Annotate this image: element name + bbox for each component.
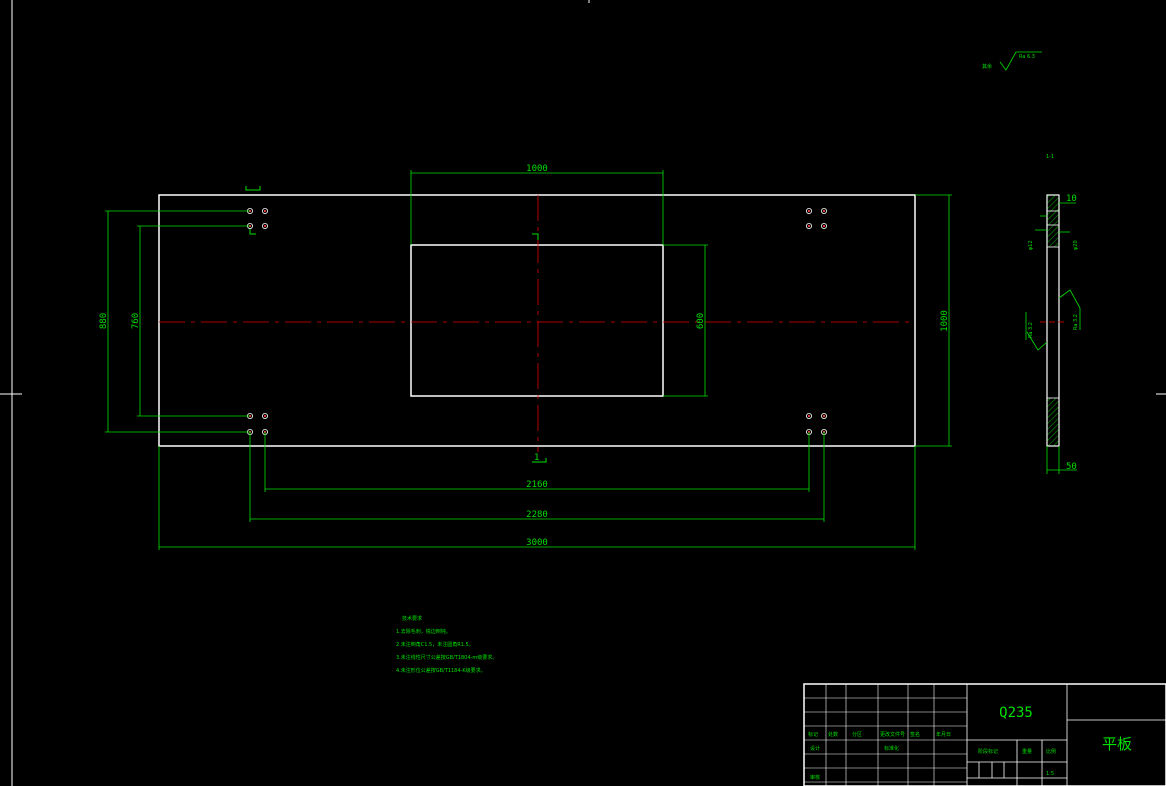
mounting-hole-center	[263, 224, 267, 228]
note-line-2: 2.未注倒角C1.5，未注圆角R1.5。	[396, 641, 474, 648]
mounting-hole-center	[807, 224, 811, 228]
mounting-hole	[821, 207, 828, 214]
title-block: Q235 平板 1:5 标记 处数 分区 更改文件号 签名 年月日 设计 标准化…	[803, 683, 1166, 786]
technical-notes: 技术要求 1.去除毛刺，锐边倒钝。 2.未注倒角C1.5，未注圆角R1.5。 3…	[396, 615, 497, 674]
section-hatch-top	[1046, 194, 1060, 248]
tb-label-review: 审核	[810, 774, 820, 781]
roughness-symbol	[999, 51, 1042, 71]
section-dia-right: φ20	[1073, 240, 1079, 250]
mounting-holes	[246, 207, 828, 435]
dim-overall-length: 3000	[526, 538, 548, 548]
tb-label-count: 处数	[828, 731, 838, 738]
section-label: 1-1	[1046, 154, 1054, 160]
dim-inner-height: 600	[696, 313, 706, 329]
roughness-prefix: 其余	[982, 63, 992, 70]
corner-roughness: 其余 Ra 6.3	[982, 51, 1042, 71]
mounting-hole-center	[822, 414, 826, 418]
roughness-value: Ra 6.3	[1019, 54, 1035, 60]
part-name: 平板	[1102, 735, 1132, 753]
cut-mark-center-top	[532, 233, 539, 240]
section-view: 1-1 10 50 φ12 φ20 Ra 3.2 Ra 3.2	[1025, 154, 1081, 474]
mounting-hole	[821, 222, 828, 229]
dim-top-width: 1000	[526, 164, 548, 174]
section-top-thickness: 10	[1066, 194, 1077, 204]
tb-label-change: 更改文件号	[880, 731, 905, 738]
note-line-3: 3.未注线性尺寸公差按GB/T1804-m级要求。	[396, 654, 497, 661]
material-label: Q235	[999, 705, 1033, 721]
scale-value: 1:5	[1046, 771, 1054, 777]
dimensions	[105, 170, 952, 550]
dim-hole-x-inner: 2160	[526, 480, 548, 490]
section-hatch-bottom	[1046, 397, 1060, 447]
note-line-4: 4.未注形位公差按GB/T1184-K级要求。	[396, 667, 486, 674]
mounting-hole-center	[807, 414, 811, 418]
section-rough-left: Ra 3.2	[1028, 322, 1034, 338]
tb-label-stage: 阶段标记	[978, 748, 998, 755]
mounting-hole	[261, 222, 268, 229]
dimension-labels: 1000 600 1000 880 760 2160 2280 3000	[99, 164, 950, 548]
mounting-hole	[806, 222, 813, 229]
mounting-hole-center	[263, 414, 267, 418]
mounting-hole	[806, 207, 813, 214]
mounting-hole	[261, 412, 268, 419]
inner-cutout	[410, 244, 664, 397]
mounting-hole	[806, 412, 813, 419]
cut-label-bottom: 1	[534, 453, 539, 463]
tb-label-design: 设计	[810, 745, 820, 752]
mounting-hole	[821, 412, 828, 419]
section-dia-left: φ12	[1028, 240, 1034, 250]
cut-mark-hole	[249, 228, 256, 235]
dim-hole-x-outer: 2280	[526, 510, 548, 520]
section-bottom-thickness: 50	[1066, 462, 1077, 472]
tb-label-date: 年月日	[936, 731, 951, 738]
tb-label-weight: 重量	[1022, 748, 1032, 755]
notes-title: 技术要求	[402, 615, 422, 622]
tb-label-scale: 比例	[1046, 748, 1056, 755]
mounting-hole-center	[822, 209, 826, 213]
tb-label-mark: 标记	[808, 731, 818, 738]
plate-outline	[158, 194, 916, 447]
mounting-hole-center	[807, 209, 811, 213]
cut-mark-top-left	[245, 186, 261, 191]
tb-label-standard: 标准化	[884, 745, 899, 752]
mounting-hole	[261, 207, 268, 214]
note-line-1: 1.去除毛刺，锐边倒钝。	[396, 628, 451, 635]
tb-label-zone: 分区	[852, 731, 862, 738]
mounting-hole-center	[263, 209, 267, 213]
dim-plate-height: 1000	[940, 310, 950, 332]
tb-label-sign: 签名	[910, 731, 920, 738]
section-rough-right: Ra 3.2	[1073, 314, 1079, 330]
mounting-hole-center	[822, 224, 826, 228]
dim-hole-span-inner: 760	[131, 313, 141, 329]
main-view: 1	[158, 186, 916, 463]
dim-hole-span-outer: 880	[99, 313, 109, 329]
cut-mark-center-bottom	[532, 458, 547, 463]
